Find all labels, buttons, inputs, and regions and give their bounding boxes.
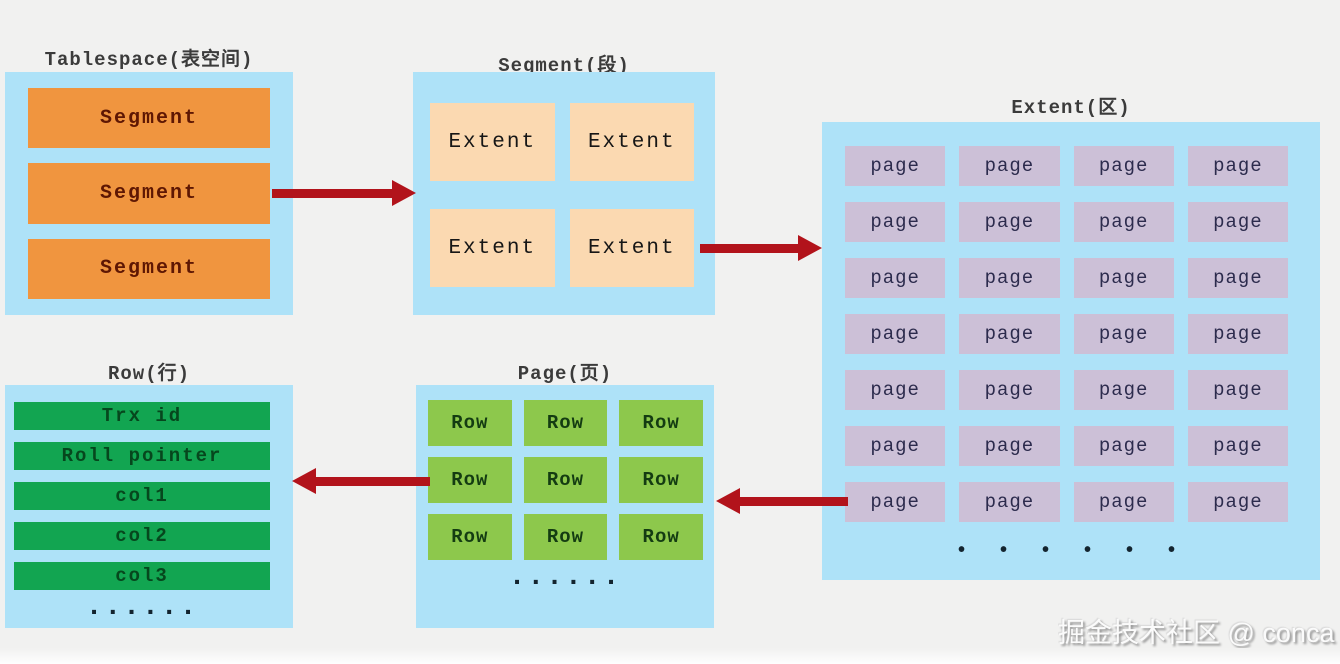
row-container: Trx id Roll pointer col1 col2 col3 ......: [5, 385, 293, 628]
segment-bar: Segment: [28, 163, 270, 224]
row-cell: Row: [523, 457, 608, 503]
row-ellipsis: ......: [85, 592, 199, 623]
row-field-list: Trx id Roll pointer col1 col2 col3: [14, 402, 270, 590]
page-cell: page: [959, 202, 1060, 242]
extent-cell: Extent: [430, 209, 555, 287]
page-cell: page: [1073, 314, 1174, 354]
extent-container: page page page page page page page page page page…: [822, 122, 1320, 580]
extent-title: Extent(区): [1011, 97, 1131, 119]
segment-bar: Segment: [28, 238, 270, 299]
page-cell: page: [1187, 146, 1288, 186]
extent-cell: Extent: [569, 103, 694, 181]
row-cell: Row: [428, 400, 512, 446]
page-cell: page: [959, 426, 1060, 466]
page-ellipsis: ......: [508, 562, 622, 593]
page-grid: page page page page page page page page page page…: [822, 122, 1320, 522]
page-cell: page: [1073, 146, 1174, 186]
page-cell: page: [1187, 258, 1288, 298]
page-cell: page: [959, 370, 1060, 410]
page-cell: page: [1073, 258, 1174, 298]
page-cell: page: [845, 202, 946, 242]
row-cell: Row: [619, 457, 703, 503]
row-title: Row(行): [107, 363, 190, 385]
row-cell: Row: [428, 457, 512, 503]
page-cell: page: [1073, 370, 1174, 410]
page-cell: page: [1187, 202, 1288, 242]
page-cell: page: [959, 482, 1060, 522]
background-fade: [0, 648, 1340, 664]
segment-title: Segment(段): [498, 55, 630, 77]
page-cell: page: [959, 314, 1060, 354]
extent-cell: Extent: [569, 209, 694, 287]
page-cell: page: [845, 370, 946, 410]
page-cell: page: [1187, 370, 1288, 410]
page-cell: page: [1073, 426, 1174, 466]
row-field-bar: col3: [14, 562, 270, 590]
row-cell: Row: [619, 514, 703, 560]
page-cell: page: [1073, 482, 1174, 522]
tablespace-title: Tablespace(表空间): [44, 49, 254, 71]
row-field-bar: col1: [14, 482, 270, 510]
page-cell: page: [1187, 314, 1288, 354]
page-cell: page: [845, 314, 946, 354]
page-cell: page: [845, 426, 946, 466]
page-cell: page: [1073, 202, 1174, 242]
page-title: Page(页): [517, 363, 613, 385]
row-cell: Row: [523, 400, 608, 446]
page-cell: page: [959, 146, 1060, 186]
row-field-bar: Trx id: [14, 402, 270, 430]
watermark: 掘金技术社区 @ conca: [1058, 618, 1335, 648]
page-cell: page: [845, 258, 946, 298]
page-cell: page: [845, 482, 946, 522]
row-cell: Row: [619, 400, 703, 446]
page-cell: page: [959, 258, 1060, 298]
row-cell: Row: [523, 514, 608, 560]
row-cell: Row: [428, 514, 512, 560]
extent-cell: Extent: [430, 103, 555, 181]
page-cell: page: [1187, 426, 1288, 466]
segment-bar: Segment: [28, 88, 270, 149]
row-field-bar: col2: [14, 522, 270, 550]
page-cell: page: [1187, 482, 1288, 522]
extent-ellipsis: • • • • • •: [955, 540, 1187, 563]
page-cell: page: [845, 146, 946, 186]
row-field-bar: Roll pointer: [14, 442, 270, 470]
